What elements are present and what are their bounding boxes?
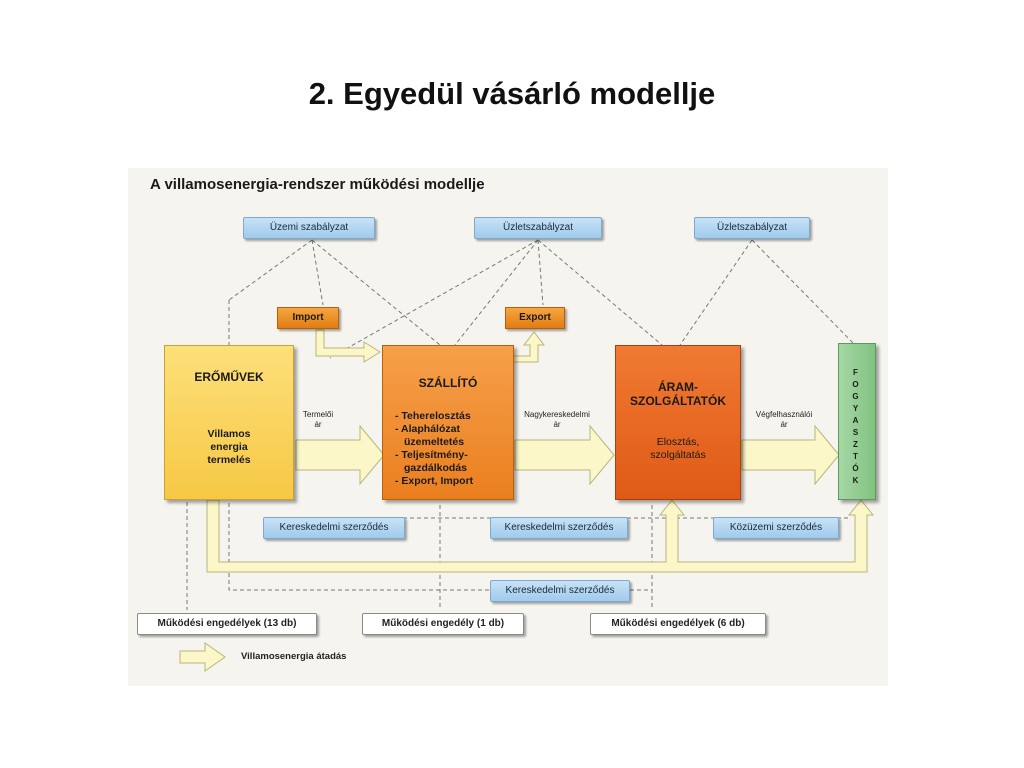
- szallito-task: - Teljesítmény-: [395, 449, 468, 461]
- mukodesi-engedelyek-13-box: Működési engedélyek (13 db): [137, 613, 317, 635]
- uzletszabalyzat-label-right: Üzletszabályzat: [716, 222, 788, 233]
- export-box: Export: [505, 307, 565, 329]
- vegfelh-ar-line-1: Végfelhasználói: [755, 410, 813, 419]
- fogyasztok-label: FOGYASZTÓK: [851, 368, 860, 488]
- aram-title-1: ÁRAM-: [658, 380, 698, 394]
- kozuzemi-szerzodes-label: Közüzemi szerződés: [729, 522, 823, 533]
- szallito-task: - Export, Import: [395, 475, 474, 487]
- export-label: Export: [519, 312, 551, 323]
- kozuzemi-szerzodes-box: Közüzemi szerződés: [713, 517, 839, 539]
- aram-title-2: SZOLGÁLTATÓK: [630, 394, 726, 408]
- import-box: Import: [277, 307, 339, 329]
- kereskedelmi-szerzodes-box-3: Kereskedelmi szerződés: [490, 580, 630, 602]
- mukodesi-engedely-1-label: Működési engedély (1 db): [381, 618, 505, 629]
- fogyasztok-box: [838, 343, 876, 500]
- mukodesi-engedelyek-6-label: Működési engedélyek (6 db): [611, 618, 745, 629]
- szallito-box: SZÁLLÍTÓ - Teherelosztás - Alaphálózat ü…: [382, 345, 514, 500]
- kereskedelmi-szerzodes-box-1: Kereskedelmi szerződés: [263, 517, 405, 539]
- eromuvek-title: ERŐMŰVEK: [194, 370, 264, 384]
- uzemi-szabalyzat-label: Üzemi szabályzat: [269, 222, 349, 233]
- szallito-task: üzemeltetés: [404, 436, 465, 448]
- eromuvek-text-2: energia: [210, 441, 248, 453]
- vegfelh-ar-line-2: ár: [780, 420, 788, 429]
- kereskedelmi-szerzodes-box-2: Kereskedelmi szerződés: [490, 517, 628, 539]
- kereskedelmi-szerzodes-label: Kereskedelmi szerződés: [505, 585, 615, 596]
- uzemi-szabalyzat-box: Üzemi szabályzat: [243, 217, 375, 239]
- aram-text-1: Elosztás,: [656, 436, 700, 448]
- eromuvek-text-1: Villamos: [207, 428, 251, 440]
- uzletszabalyzat-box-right: Üzletszabályzat: [694, 217, 810, 239]
- legend-label: Villamosenergia átadás: [241, 651, 347, 662]
- slide-title: 2. Egyedül vásárló modellje: [308, 76, 716, 111]
- termeloi-ar-line-2: ár: [314, 420, 322, 429]
- diagram-title: A villamosenergia-rendszer működési mode…: [150, 176, 485, 193]
- szallito-task: gazdálkodás: [404, 462, 468, 474]
- aram-szolgaltatok-box: ÁRAM- SZOLGÁLTATÓK Elosztás, szolgáltatá…: [615, 345, 741, 500]
- mukodesi-engedelyek-13-label: Működési engedélyek (13 db): [157, 618, 297, 629]
- eromuvek-box: ERŐMŰVEK Villamos energia termelés: [164, 345, 294, 500]
- nagyker-ar-line-1: Nagykereskedelmi: [524, 410, 590, 419]
- kereskedelmi-szerzodes-label: Kereskedelmi szerződés: [279, 522, 389, 533]
- szallito-task: - Alaphálózat: [395, 423, 460, 435]
- mukodesi-engedely-1-box: Működési engedély (1 db): [362, 613, 524, 635]
- uzletszabalyzat-label-middle: Üzletszabályzat: [502, 222, 574, 233]
- nagykereskedelmi-ar-label: Nagykereskedelmi ár: [522, 410, 592, 430]
- termeloi-ar-label: Termelői ár: [283, 410, 353, 430]
- szallito-task: - Teherelosztás: [395, 410, 471, 422]
- szallito-task-list: - Teherelosztás - Alaphálózat üzemelteté…: [395, 410, 513, 488]
- aram-text-2: szolgáltatás: [650, 449, 706, 461]
- mukodesi-engedelyek-6-box: Működési engedélyek (6 db): [590, 613, 766, 635]
- uzletszabalyzat-box-middle: Üzletszabályzat: [474, 217, 602, 239]
- szallito-title: SZÁLLÍTÓ: [418, 376, 478, 390]
- vegfelhasznaloi-ar-label: Végfelhasználói ár: [749, 410, 819, 430]
- nagyker-ar-line-2: ár: [553, 420, 561, 429]
- eromuvek-text-3: termelés: [207, 454, 251, 466]
- import-label: Import: [292, 312, 324, 323]
- kereskedelmi-szerzodes-label: Kereskedelmi szerződés: [504, 522, 614, 533]
- termeloi-ar-line-1: Termelői: [302, 410, 334, 419]
